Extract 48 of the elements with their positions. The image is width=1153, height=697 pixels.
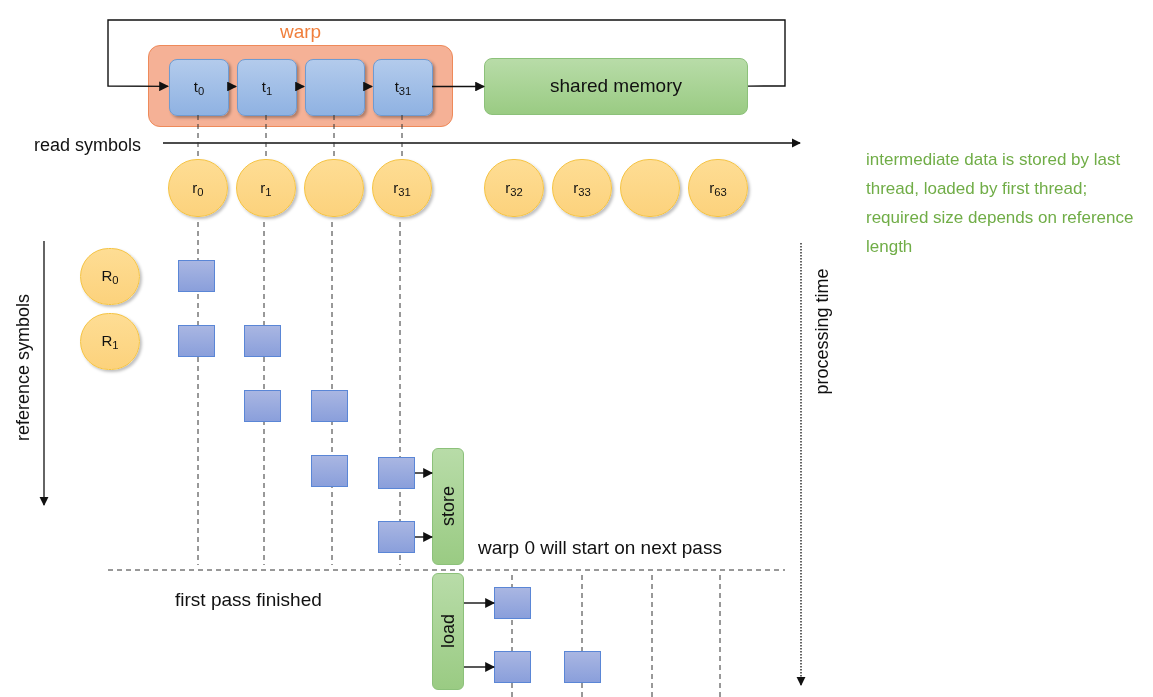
- cell-square: [244, 325, 281, 357]
- cell-square: [178, 260, 215, 292]
- group-heading: warp: [278, 20, 323, 44]
- node-label: store: [436, 486, 459, 527]
- cell-square: [494, 587, 531, 619]
- cell-square: [378, 457, 415, 489]
- node-label: r$_{1}$: [260, 177, 272, 200]
- arrow: [414, 532, 433, 542]
- arrow: [414, 468, 433, 478]
- axis-label: reference symbols: [11, 292, 34, 444]
- cell-square: [178, 325, 215, 357]
- cell-square: [564, 651, 601, 683]
- node-label: t$_{0}$: [193, 77, 205, 99]
- node-label: r$_{33}$: [573, 177, 591, 200]
- note-text: first pass finished: [175, 588, 322, 612]
- node-label: r$_{63}$: [709, 177, 727, 200]
- node-label: t$_{1}$: [261, 77, 273, 99]
- node-label: r$_{31}$: [393, 177, 411, 200]
- arrow: [431, 81, 485, 92]
- thread-box: [237, 59, 297, 116]
- node-label: r$_{0}$: [192, 177, 204, 200]
- process-box: [432, 573, 464, 690]
- node-label: t$_{31}$: [394, 77, 412, 99]
- arrow: [227, 81, 237, 92]
- arrow: [363, 81, 373, 92]
- thread-box: [373, 59, 433, 116]
- cell-square: [311, 455, 348, 487]
- cell-square: [311, 390, 348, 422]
- arrow: [107, 19, 786, 92]
- node-label: load: [436, 614, 459, 649]
- cell-square: [378, 521, 415, 553]
- node-label: R$_{1}$: [101, 331, 119, 353]
- thread-box: [305, 59, 365, 116]
- node-label: R$_{0}$: [101, 266, 119, 288]
- note-text: intermediate data is stored by last thread, loaded by first thread; required size depends on reference length: [866, 149, 1135, 258]
- cell-square: [494, 651, 531, 683]
- axis-label: processing time: [810, 267, 833, 397]
- process-box: [432, 448, 464, 565]
- note-text: warp 0 will start on next pass: [478, 536, 722, 560]
- node-label: r$_{32}$: [505, 177, 523, 200]
- axis-label: read symbols: [34, 134, 142, 157]
- thread-box: [169, 59, 229, 116]
- cell-square: [244, 390, 281, 422]
- arrow: [463, 598, 495, 608]
- shared-memory-box: [484, 58, 748, 115]
- arrow: [295, 81, 305, 92]
- node-label: shared memory: [550, 74, 682, 99]
- arrow: [463, 662, 495, 672]
